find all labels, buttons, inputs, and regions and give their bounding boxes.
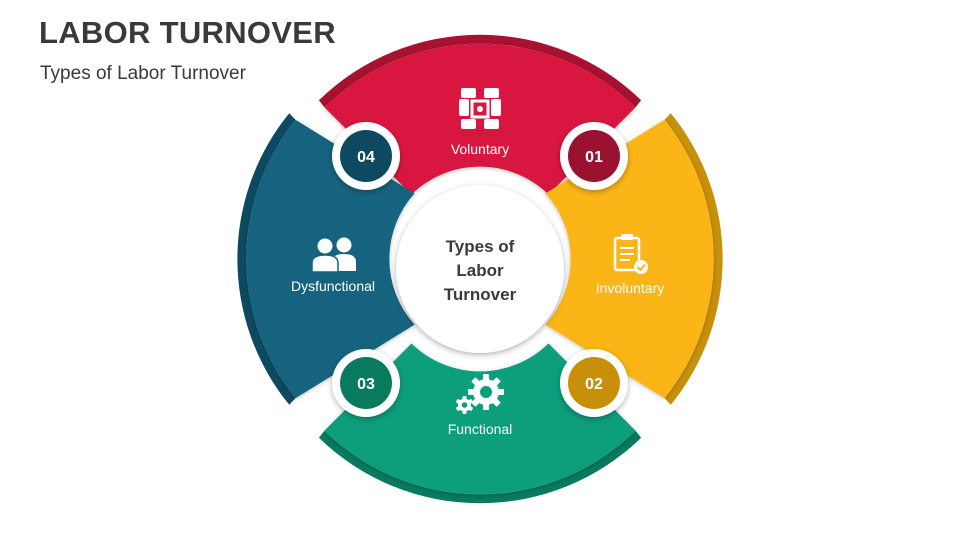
badge-04: 04 (332, 122, 400, 190)
segment-dysfunctional-label: Dysfunctional (291, 278, 375, 294)
segment-functional-body (324, 343, 636, 495)
badge-03-number: 03 (357, 376, 375, 393)
badge-02-number: 02 (585, 376, 603, 393)
segment-functional (318, 343, 642, 504)
gears-icon (456, 374, 504, 414)
badge-01-fill (568, 130, 620, 182)
segment-voluntary-rim (318, 34, 642, 108)
page-title: LABOR TURNOVER (39, 15, 336, 50)
segment-voluntary-label: Voluntary (451, 141, 509, 157)
center-label-line2: Labor (456, 261, 504, 280)
center-label-line3: Turnover (444, 285, 517, 304)
badge-03: 03 (332, 349, 400, 417)
center-circle (396, 185, 564, 353)
badge-02-fill (568, 357, 620, 409)
segment-dysfunctional-rim (237, 113, 296, 405)
segment-functional-label: Functional (448, 421, 513, 437)
badge-04-fill (340, 130, 392, 182)
segment-involuntary-label: Involuntary (596, 280, 664, 296)
segment-functional-rim (318, 430, 642, 504)
badge-01: 01 (560, 122, 628, 190)
center-label-line1: Types of (446, 237, 515, 256)
badge-01-number: 01 (585, 149, 603, 166)
segment-voluntary (318, 34, 642, 195)
badge-03-fill (340, 357, 392, 409)
segment-involuntary-rim (664, 113, 723, 405)
badge-02: 02 (560, 349, 628, 417)
handshake-icon (459, 88, 501, 129)
badge-04-number: 04 (357, 149, 375, 166)
segment-voluntary-body (324, 43, 636, 195)
people-icon (311, 237, 356, 273)
clipboard-check-icon (613, 234, 648, 274)
page-subtitle: Types of Labor Turnover (40, 63, 246, 84)
